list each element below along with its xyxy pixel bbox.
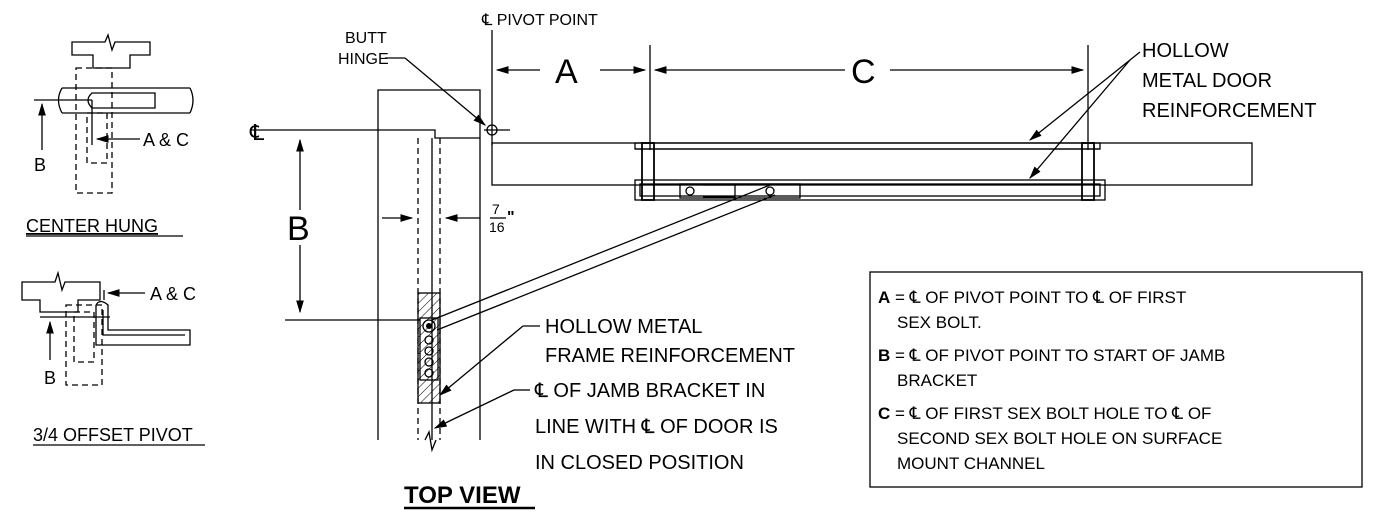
svg-text:C = ℄ OF FIRST SEX BOLT HOLE T: C = ℄ OF FIRST SEX BOLT HOLE TO ℄ OF [878, 404, 1211, 423]
pivot-point [484, 30, 1089, 150]
closer-arm [431, 184, 776, 331]
frame-reinf-line1: HOLLOW METAL [545, 316, 702, 338]
offset-pivot-detail [21, 270, 191, 386]
frame-reinf-line2: FRAME REINFORCEMENT [545, 345, 795, 367]
door [491, 142, 1253, 201]
centerline-symbol: ℄ [249, 120, 265, 145]
dim-b-label: B [287, 210, 310, 248]
dim-a-label: A [555, 53, 578, 91]
legend-box [869, 271, 1363, 488]
legend-c-line3: MOUNT CHANNEL [897, 454, 1045, 473]
butt-hinge-line1: BUTT [345, 30, 387, 47]
offset-pivot-ac-label: A & C [150, 284, 196, 304]
jamb-line2: LINE WITH ℄ OF DOOR IS [535, 416, 778, 438]
dim-c-label: C [851, 53, 876, 91]
view-title: TOP VIEW [404, 482, 521, 509]
svg-text:A = ℄ OF PIVOT POINT TO ℄ OF F: A = ℄ OF PIVOT POINT TO ℄ OF FIRST [878, 288, 1186, 307]
legend-a-key: A [878, 288, 890, 307]
butt-hinge-line2: HINGE [338, 51, 389, 68]
legend-b-key: B [878, 346, 890, 365]
legend-c-line1: = ℄ OF FIRST SEX BOLT HOLE TO ℄ OF [890, 404, 1211, 423]
door-reinf-line2: METAL DOOR [1142, 70, 1272, 92]
legend-c-line2: SECOND SEX BOLT HOLE ON SURFACE [897, 429, 1222, 448]
jamb-line3: IN CLOSED POSITION [535, 452, 744, 474]
center-hung-ac-label: A & C [143, 130, 189, 150]
svg-text:B = ℄ OF PIVOT POINT TO START: B = ℄ OF PIVOT POINT TO START OF JAMB [878, 346, 1225, 365]
center-hung-caption: CENTER HUNG [26, 216, 158, 236]
door-reinf-line3: REINFORCEMENT [1142, 100, 1316, 122]
legend-c-key: C [878, 404, 890, 423]
legend-a-line1: = ℄ OF PIVOT POINT TO ℄ OF FIRST [890, 288, 1186, 307]
fraction-denominator: 16 [489, 219, 505, 235]
fraction-numerator: 7 [492, 201, 500, 217]
frame-jamb [377, 89, 481, 453]
fraction-unit: " [507, 209, 515, 226]
centerline-b [250, 129, 420, 321]
center-hung-detail [34, 33, 194, 194]
offset-pivot-caption: 3/4 OFFSET PIVOT [33, 425, 193, 445]
jamb-line1: ℄ OF JAMB BRACKET IN [534, 380, 765, 402]
legend-b-line2: BRACKET [897, 371, 977, 390]
legend-a-line2: SEX BOLT. [897, 313, 982, 332]
pivot-point-label: ℄ PIVOT POINT [481, 12, 598, 29]
door-reinf-line1: HOLLOW [1142, 40, 1229, 62]
center-hung-b-label: B [34, 155, 46, 175]
offset-pivot-b-label: B [44, 368, 56, 388]
legend-b-line1: = ℄ OF PIVOT POINT TO START OF JAMB [890, 346, 1225, 365]
